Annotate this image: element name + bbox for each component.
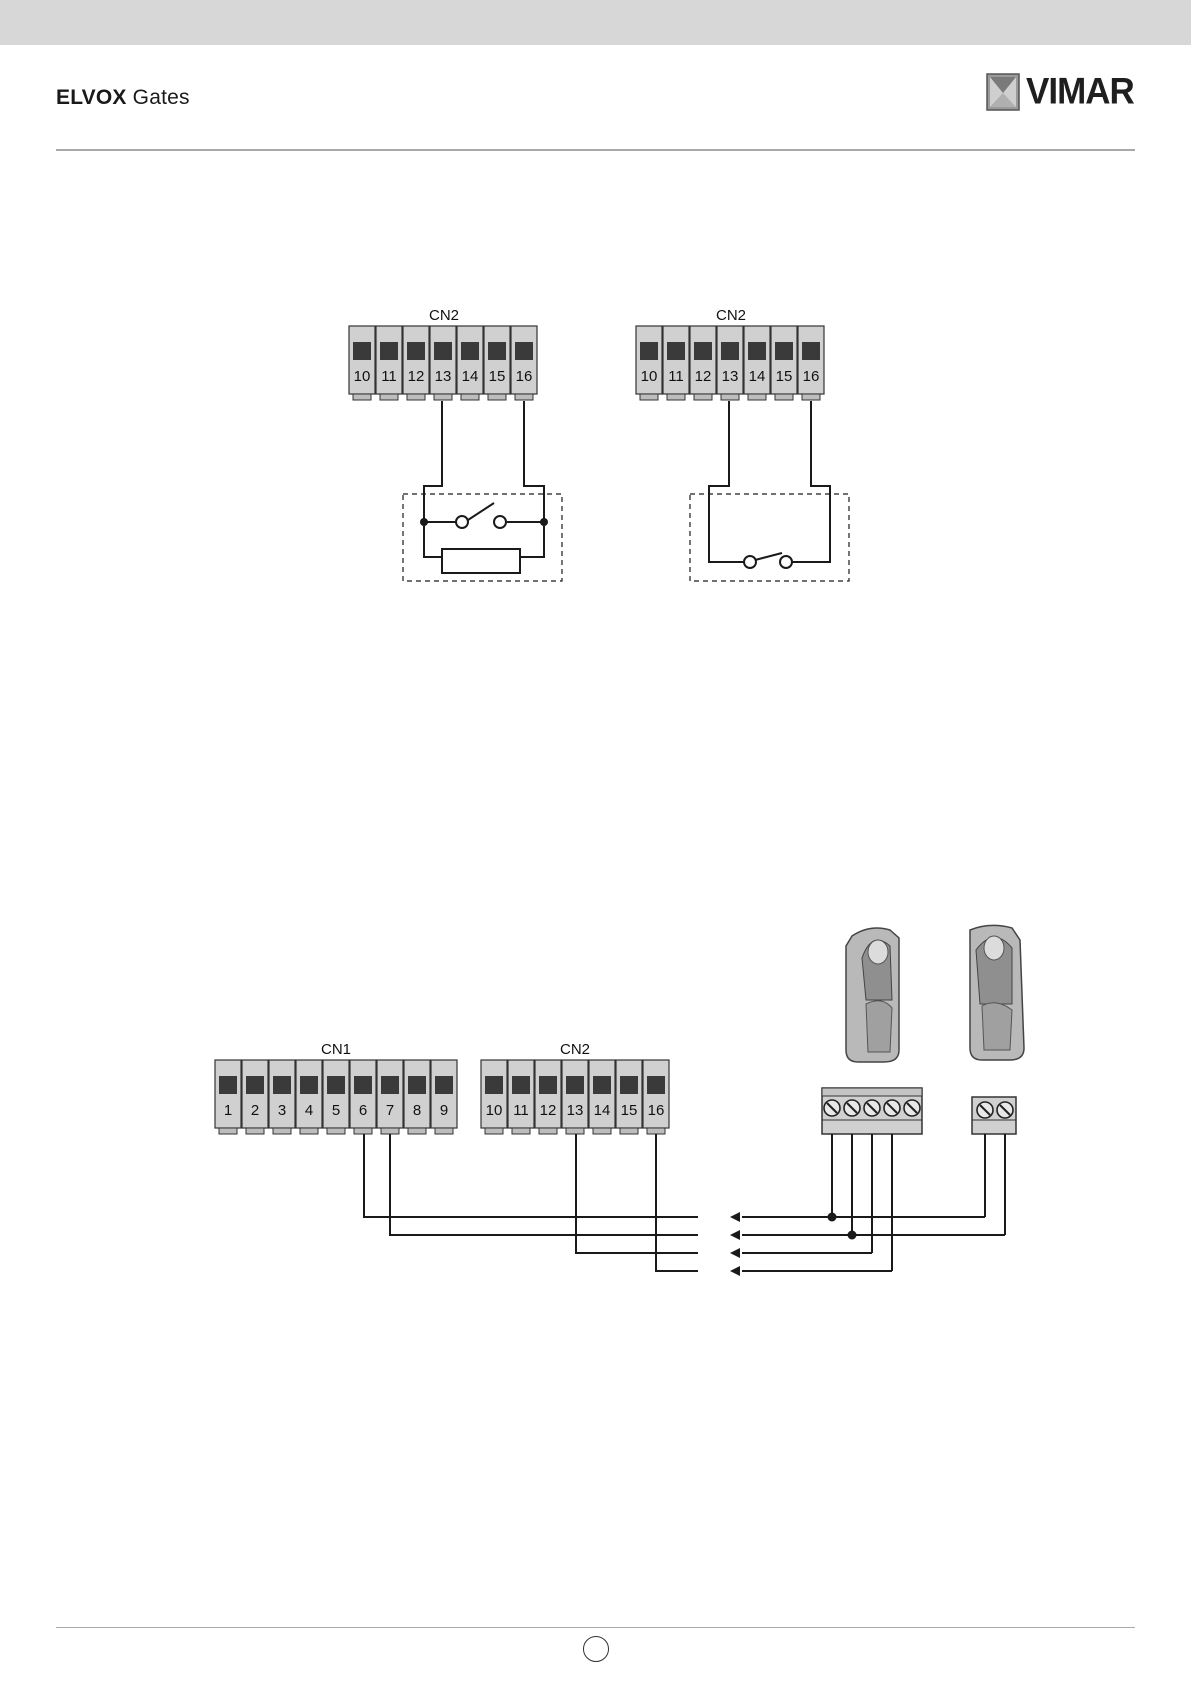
terminal-number: 4 <box>305 1102 313 1119</box>
photocell-icon <box>970 925 1024 1060</box>
terminal-number: 13 <box>435 368 452 385</box>
connector-label: CN1 <box>321 1041 351 1058</box>
connector-label: CN2 <box>716 307 746 324</box>
terminal: 2 <box>242 1060 268 1134</box>
terminal: 12 <box>535 1060 561 1134</box>
terminal-block: 1 2 3 4 5 6 7 8 9 <box>215 1060 457 1134</box>
terminal-number: 10 <box>354 368 371 385</box>
terminal: 10 <box>636 326 662 400</box>
terminal-number: 15 <box>489 368 506 385</box>
terminal-number: 10 <box>486 1102 503 1119</box>
terminal: 14 <box>589 1060 615 1134</box>
switch-contact <box>744 556 756 568</box>
terminal: 10 <box>481 1060 507 1134</box>
connector-label: CN2 <box>429 307 459 324</box>
terminal: 11 <box>376 326 402 400</box>
screw-icon <box>864 1100 880 1116</box>
terminal-number: 12 <box>540 1102 557 1119</box>
terminal: 3 <box>269 1060 295 1134</box>
terminal: 1 <box>215 1060 241 1134</box>
page-number-circle <box>583 1636 609 1662</box>
terminal-block: 10 11 12 13 14 15 16 <box>481 1060 669 1134</box>
terminal-number: 15 <box>776 368 793 385</box>
terminal: 10 <box>349 326 375 400</box>
terminal-number: 6 <box>359 1102 367 1119</box>
photocell-icon <box>846 928 899 1062</box>
terminal-number: 16 <box>803 368 820 385</box>
junction-dot <box>828 1213 837 1222</box>
terminal: 12 <box>690 326 716 400</box>
screw-terminal-icon <box>972 1097 1016 1134</box>
junction-dot <box>420 518 428 526</box>
switch-contact <box>780 556 792 568</box>
terminal-number: 8 <box>413 1102 421 1119</box>
terminal-number: 14 <box>749 368 766 385</box>
terminal: 7 <box>377 1060 403 1134</box>
terminal: 6 <box>350 1060 376 1134</box>
terminal-number: 14 <box>594 1102 611 1119</box>
terminal: 8 <box>404 1060 430 1134</box>
terminal-number: 1 <box>224 1102 232 1119</box>
terminal: 15 <box>616 1060 642 1134</box>
device-boundary <box>690 494 849 581</box>
resistor <box>442 549 520 573</box>
screw-icon <box>884 1100 900 1116</box>
screw-terminal-icon <box>822 1088 922 1134</box>
terminal-number: 9 <box>440 1102 448 1119</box>
terminal-number: 13 <box>722 368 739 385</box>
terminal: 11 <box>663 326 689 400</box>
terminal-number: 16 <box>648 1102 665 1119</box>
connector-label: CN2 <box>560 1041 590 1058</box>
terminal-block: 10 11 12 13 14 15 16 <box>349 326 537 400</box>
screw-icon <box>904 1100 920 1116</box>
terminal: 16 <box>798 326 824 400</box>
terminal-number: 13 <box>567 1102 584 1119</box>
terminal: 16 <box>511 326 537 400</box>
terminal: 15 <box>484 326 510 400</box>
terminal: 16 <box>643 1060 669 1134</box>
terminal-number: 11 <box>381 368 397 385</box>
screw-icon <box>824 1100 840 1116</box>
wires <box>709 401 830 562</box>
terminal: 13 <box>562 1060 588 1134</box>
terminal: 15 <box>771 326 797 400</box>
terminal-number: 5 <box>332 1102 340 1119</box>
terminal: 9 <box>431 1060 457 1134</box>
terminal-number: 2 <box>251 1102 259 1119</box>
terminal-number: 3 <box>278 1102 286 1119</box>
terminal-number: 10 <box>641 368 658 385</box>
terminal-block: 10 11 12 13 14 15 16 <box>636 326 824 400</box>
terminal: 13 <box>717 326 743 400</box>
switch-contact <box>494 516 506 528</box>
junction-dot <box>540 518 548 526</box>
screw-icon <box>977 1102 993 1118</box>
terminal-number: 7 <box>386 1102 394 1119</box>
terminal: 14 <box>744 326 770 400</box>
top-left-diagram: CN2 10 11 12 13 14 15 16 <box>349 307 562 581</box>
arrowheads <box>730 1212 740 1276</box>
terminal-number: 14 <box>462 368 479 385</box>
terminal-number: 12 <box>408 368 425 385</box>
terminal-number: 12 <box>695 368 712 385</box>
terminal: 5 <box>323 1060 349 1134</box>
terminal-number: 11 <box>513 1102 529 1119</box>
terminal: 12 <box>403 326 429 400</box>
switch-contact <box>456 516 468 528</box>
junction-dot <box>848 1231 857 1240</box>
terminal-number: 15 <box>621 1102 638 1119</box>
terminal: 11 <box>508 1060 534 1134</box>
terminal-number: 16 <box>516 368 533 385</box>
wires <box>364 1134 1005 1271</box>
terminal: 4 <box>296 1060 322 1134</box>
footer-rule <box>56 1627 1135 1628</box>
terminal-number: 11 <box>668 368 684 385</box>
top-right-diagram: CN2 10 11 12 13 14 15 16 <box>636 307 849 581</box>
terminal: 13 <box>430 326 456 400</box>
wires <box>424 401 544 557</box>
terminal: 14 <box>457 326 483 400</box>
screw-icon <box>844 1100 860 1116</box>
screw-icon <box>997 1102 1013 1118</box>
